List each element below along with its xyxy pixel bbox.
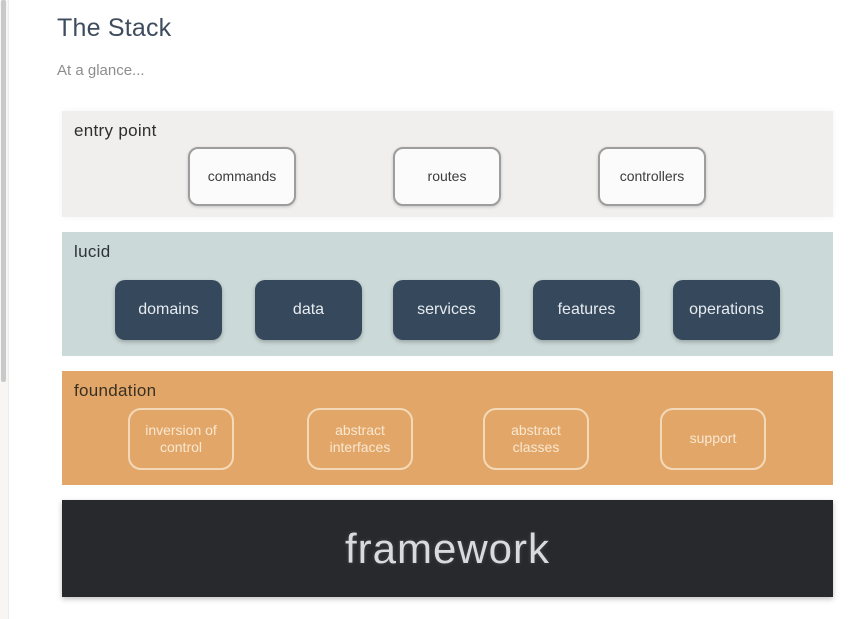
node-features: features <box>533 280 640 340</box>
node-support: support <box>660 408 766 470</box>
page-subtitle: At a glance... <box>57 62 145 79</box>
node-inversion-of-control: inversion of control <box>128 408 234 470</box>
node-abstract-classes: abstract classes <box>483 408 589 470</box>
node-data: data <box>255 280 362 340</box>
node-domains: domains <box>115 280 222 340</box>
node-routes: routes <box>393 147 501 206</box>
layer-lucid-label: lucid <box>74 242 111 261</box>
page-title: The Stack <box>57 14 172 42</box>
layer-entry-point-label: entry point <box>74 121 157 140</box>
layer-entry-point: entry point commands routes controllers <box>62 111 833 217</box>
scrollbar-thumb[interactable] <box>1 0 6 382</box>
layer-framework: framework <box>62 500 833 597</box>
stack-diagram: entry point commands routes controllers … <box>62 111 833 597</box>
node-operations: operations <box>673 280 780 340</box>
node-services: services <box>393 280 500 340</box>
layer-lucid: lucid domains data services features ope… <box>62 232 833 356</box>
node-controllers: controllers <box>598 147 706 206</box>
node-abstract-interfaces: abstract interfaces <box>307 408 413 470</box>
layer-foundation: foundation inversion of control abstract… <box>62 371 833 485</box>
layer-framework-label: framework <box>344 524 551 572</box>
layer-foundation-label: foundation <box>74 381 157 400</box>
left-scrollbar-track[interactable] <box>0 0 9 619</box>
node-commands: commands <box>188 147 296 206</box>
